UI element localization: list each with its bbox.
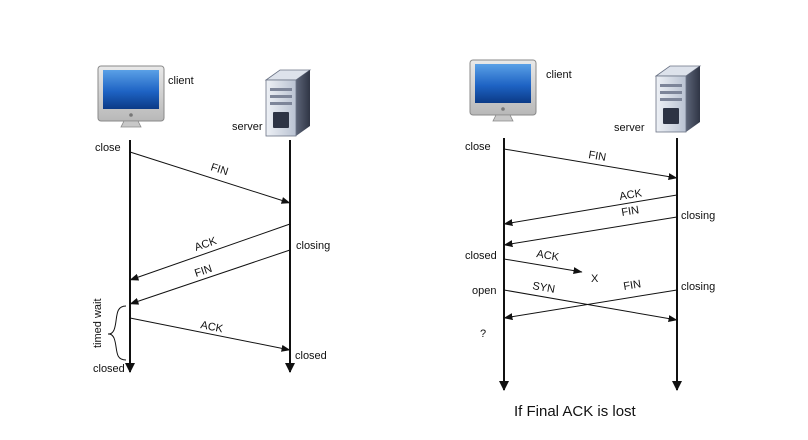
retransmitted-fin-label: FIN <box>623 278 642 293</box>
ack-message-arrow <box>129 223 291 281</box>
lost-marker: X <box>591 273 599 285</box>
client-close-label: close <box>465 141 491 153</box>
timed-wait-label: timed wait <box>92 298 104 348</box>
diagram-caption: If Final ACK is lost <box>514 403 637 420</box>
fin-message-arrow <box>503 148 678 181</box>
server-label: server <box>232 121 263 133</box>
client-label: client <box>168 75 194 87</box>
final-ack-message-label: ACK <box>199 319 224 335</box>
server-closing-label: closing <box>681 210 715 222</box>
client-closed-label: closed <box>93 363 125 375</box>
syn-message-arrow <box>503 289 678 322</box>
server-fin-message-label: FIN <box>621 204 640 219</box>
ack-message-label: ACK <box>619 187 644 203</box>
server-closed-label: closed <box>295 350 327 362</box>
timed-wait-brace <box>107 305 127 361</box>
client-close-label: close <box>95 142 121 154</box>
ack-message-label: ACK <box>193 235 219 254</box>
unknown-state-label: ? <box>480 328 486 340</box>
server-tower-icon <box>654 65 702 133</box>
server-closing-label: closing <box>296 240 330 252</box>
fin-message-arrow <box>129 151 291 204</box>
server-fin-message-arrow <box>129 249 291 305</box>
server-fin-message-arrow <box>503 216 678 248</box>
client-monitor-icon <box>469 59 537 122</box>
right-diagram: client server close closed open ? closin… <box>465 59 715 420</box>
fin-message-label: FIN <box>588 149 608 164</box>
left-diagram: client server close closed closing close… <box>92 65 330 375</box>
client-closed-label: closed <box>465 250 497 262</box>
ack-message-arrow <box>503 194 678 227</box>
retransmitted-fin-arrow <box>503 289 678 321</box>
fin-message-label: FIN <box>209 161 230 178</box>
server-label: server <box>614 122 645 134</box>
client-label: client <box>546 69 572 81</box>
client-open-label: open <box>472 285 496 297</box>
final-ack-message-arrow <box>129 317 291 352</box>
server-fin-message-label: FIN <box>193 263 214 280</box>
lost-ack-message-label: ACK <box>536 248 561 264</box>
lost-ack-message-arrow <box>503 258 583 275</box>
server-tower-icon <box>264 69 312 137</box>
server-closing-retransmit-label: closing <box>681 281 715 293</box>
client-monitor-icon <box>97 65 165 128</box>
syn-message-label: SYN <box>531 280 555 296</box>
